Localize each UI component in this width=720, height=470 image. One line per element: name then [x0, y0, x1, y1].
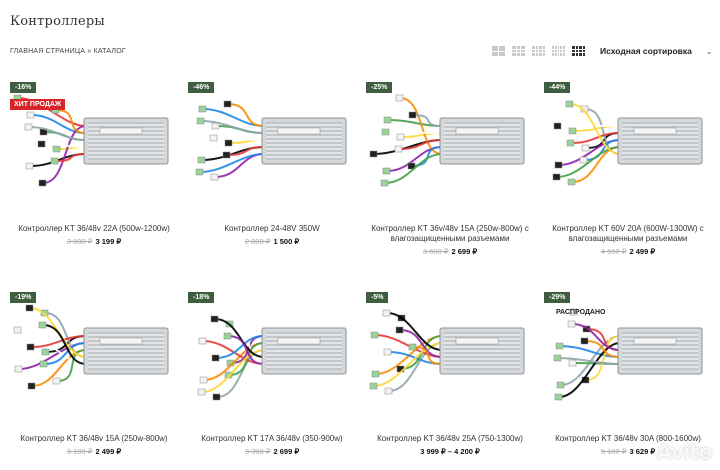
old-price: 2 800 ₽ [244, 237, 271, 246]
product-price: 3 100 ₽2 499 ₽ [8, 447, 180, 456]
old-price: 3 600 ₽ [422, 247, 449, 256]
discount-badge: -29% [544, 292, 571, 303]
discount-badge: -19% [10, 292, 37, 303]
grid-3-icon[interactable] [512, 46, 525, 56]
product-price: 5 100 ₽3 629 ₽ [542, 447, 714, 456]
product-price: 3 800 ₽3 199 ₽ [8, 237, 180, 246]
grid-5-icon[interactable] [552, 46, 565, 56]
product-card[interactable]: -29% РАСПРОДАНО Контроллер KT 36/48v 30A (… [542, 288, 714, 456]
controller-image[interactable] [8, 288, 180, 414]
old-price: 3 300 ₽ [244, 447, 271, 456]
product-card[interactable]: -5% Контроллер KT 36/48v 25A (750-1300w) 3… [364, 288, 536, 456]
sort-label: Исходная сортировка [600, 46, 692, 56]
current-price: 3 199 ₽ [95, 237, 122, 246]
current-price: 3 999 ₽ – 4 200 ₽ [420, 447, 480, 456]
grid-4-icon[interactable] [532, 46, 545, 56]
discount-badge: -16% [10, 82, 37, 93]
controller-image[interactable] [542, 288, 714, 414]
controller-image[interactable] [186, 288, 358, 414]
discount-badge: -46% [188, 82, 215, 93]
breadcrumb-catalog[interactable]: КАТАЛОГ [93, 48, 126, 55]
sort-select[interactable]: Исходная сортировка ⌄ [600, 46, 713, 56]
product-card[interactable]: -46% Контроллер 24-48V 350W 2 800 ₽1 500 ₽ [186, 78, 358, 246]
controller-image[interactable] [364, 78, 536, 204]
watermark: Avito [656, 440, 713, 464]
product-name[interactable]: Контроллер 24-48V 350W [224, 224, 320, 233]
breadcrumb-home[interactable]: ГЛАВНАЯ СТРАНИЦА [10, 48, 86, 55]
grid-2-icon[interactable] [492, 46, 505, 56]
product-name[interactable]: Контроллер KT 36/48v 15A (250w-800w) [20, 434, 168, 443]
product-name[interactable]: Контроллер KT 60V 20A (600W-1300W) с вла… [552, 224, 704, 243]
current-price: 2 499 ₽ [629, 247, 656, 256]
product-name[interactable]: Контроллер KT 36v/48v 15A (250w-800w) с … [371, 224, 529, 243]
current-price: 2 699 ₽ [451, 247, 478, 256]
product-card[interactable]: -18% Контроллер KT 17A 36/48v (350-900w) 3… [186, 288, 358, 456]
old-price: 5 100 ₽ [600, 447, 627, 456]
current-price: 2 699 ₽ [273, 447, 300, 456]
controller-image[interactable] [542, 78, 714, 204]
old-price: 3 800 ₽ [66, 237, 93, 246]
product-card[interactable]: -44% Контроллер KT 60V 20A (600W-1300W) с… [542, 78, 714, 256]
product-card[interactable]: -19% Контроллер KT 36/48v 15A (250w-800w)… [8, 288, 180, 456]
grid-active-icon[interactable] [572, 46, 585, 56]
product-label-badge: ХИТ ПРОДАЖ [10, 99, 66, 110]
old-price: 4 500 ₽ [600, 247, 627, 256]
chevron-down-icon: ⌄ [705, 46, 713, 56]
current-price: 2 499 ₽ [95, 447, 122, 456]
product-name[interactable]: Контроллер KT 36/48v 22A (500w-1200w) [18, 224, 170, 233]
old-price: 3 100 ₽ [66, 447, 93, 456]
controller-image[interactable] [8, 78, 180, 204]
breadcrumb: ГЛАВНАЯ СТРАНИЦА » КАТАЛОГ [10, 48, 126, 55]
product-price: 3 600 ₽2 699 ₽ [364, 247, 536, 256]
breadcrumb-separator: » [87, 48, 92, 55]
product-card[interactable]: -16% ХИТ ПРОДАЖ Контроллер KT 36/48v 22A (… [8, 78, 180, 246]
product-price: 3 999 ₽ – 4 200 ₽ [364, 447, 536, 456]
product-name[interactable]: Контроллер KT 36/48v 30A (800-1600w) [555, 434, 701, 443]
product-name[interactable]: Контроллер KT 36/48v 25A (750-1300w) [377, 434, 523, 443]
discount-badge: -18% [188, 292, 215, 303]
discount-badge: -44% [544, 82, 571, 93]
product-price: 3 300 ₽2 699 ₽ [186, 447, 358, 456]
current-price: 3 629 ₽ [629, 447, 656, 456]
discount-badge: -25% [366, 82, 393, 93]
current-price: 1 500 ₽ [273, 237, 300, 246]
page-title: Контроллеры [10, 14, 105, 29]
product-price: 4 500 ₽2 499 ₽ [542, 247, 714, 256]
product-label-badge: РАСПРОДАНО [556, 309, 606, 316]
product-price: 2 800 ₽1 500 ₽ [186, 237, 358, 246]
product-card[interactable]: -25% Контроллер KT 36v/48v 15A (250w-800w… [364, 78, 536, 256]
view-toggles [492, 46, 585, 56]
controller-image[interactable] [186, 78, 358, 204]
controller-image[interactable] [364, 288, 536, 414]
discount-badge: -5% [366, 292, 389, 303]
product-name[interactable]: Контроллер KT 17A 36/48v (350-900w) [201, 434, 343, 443]
